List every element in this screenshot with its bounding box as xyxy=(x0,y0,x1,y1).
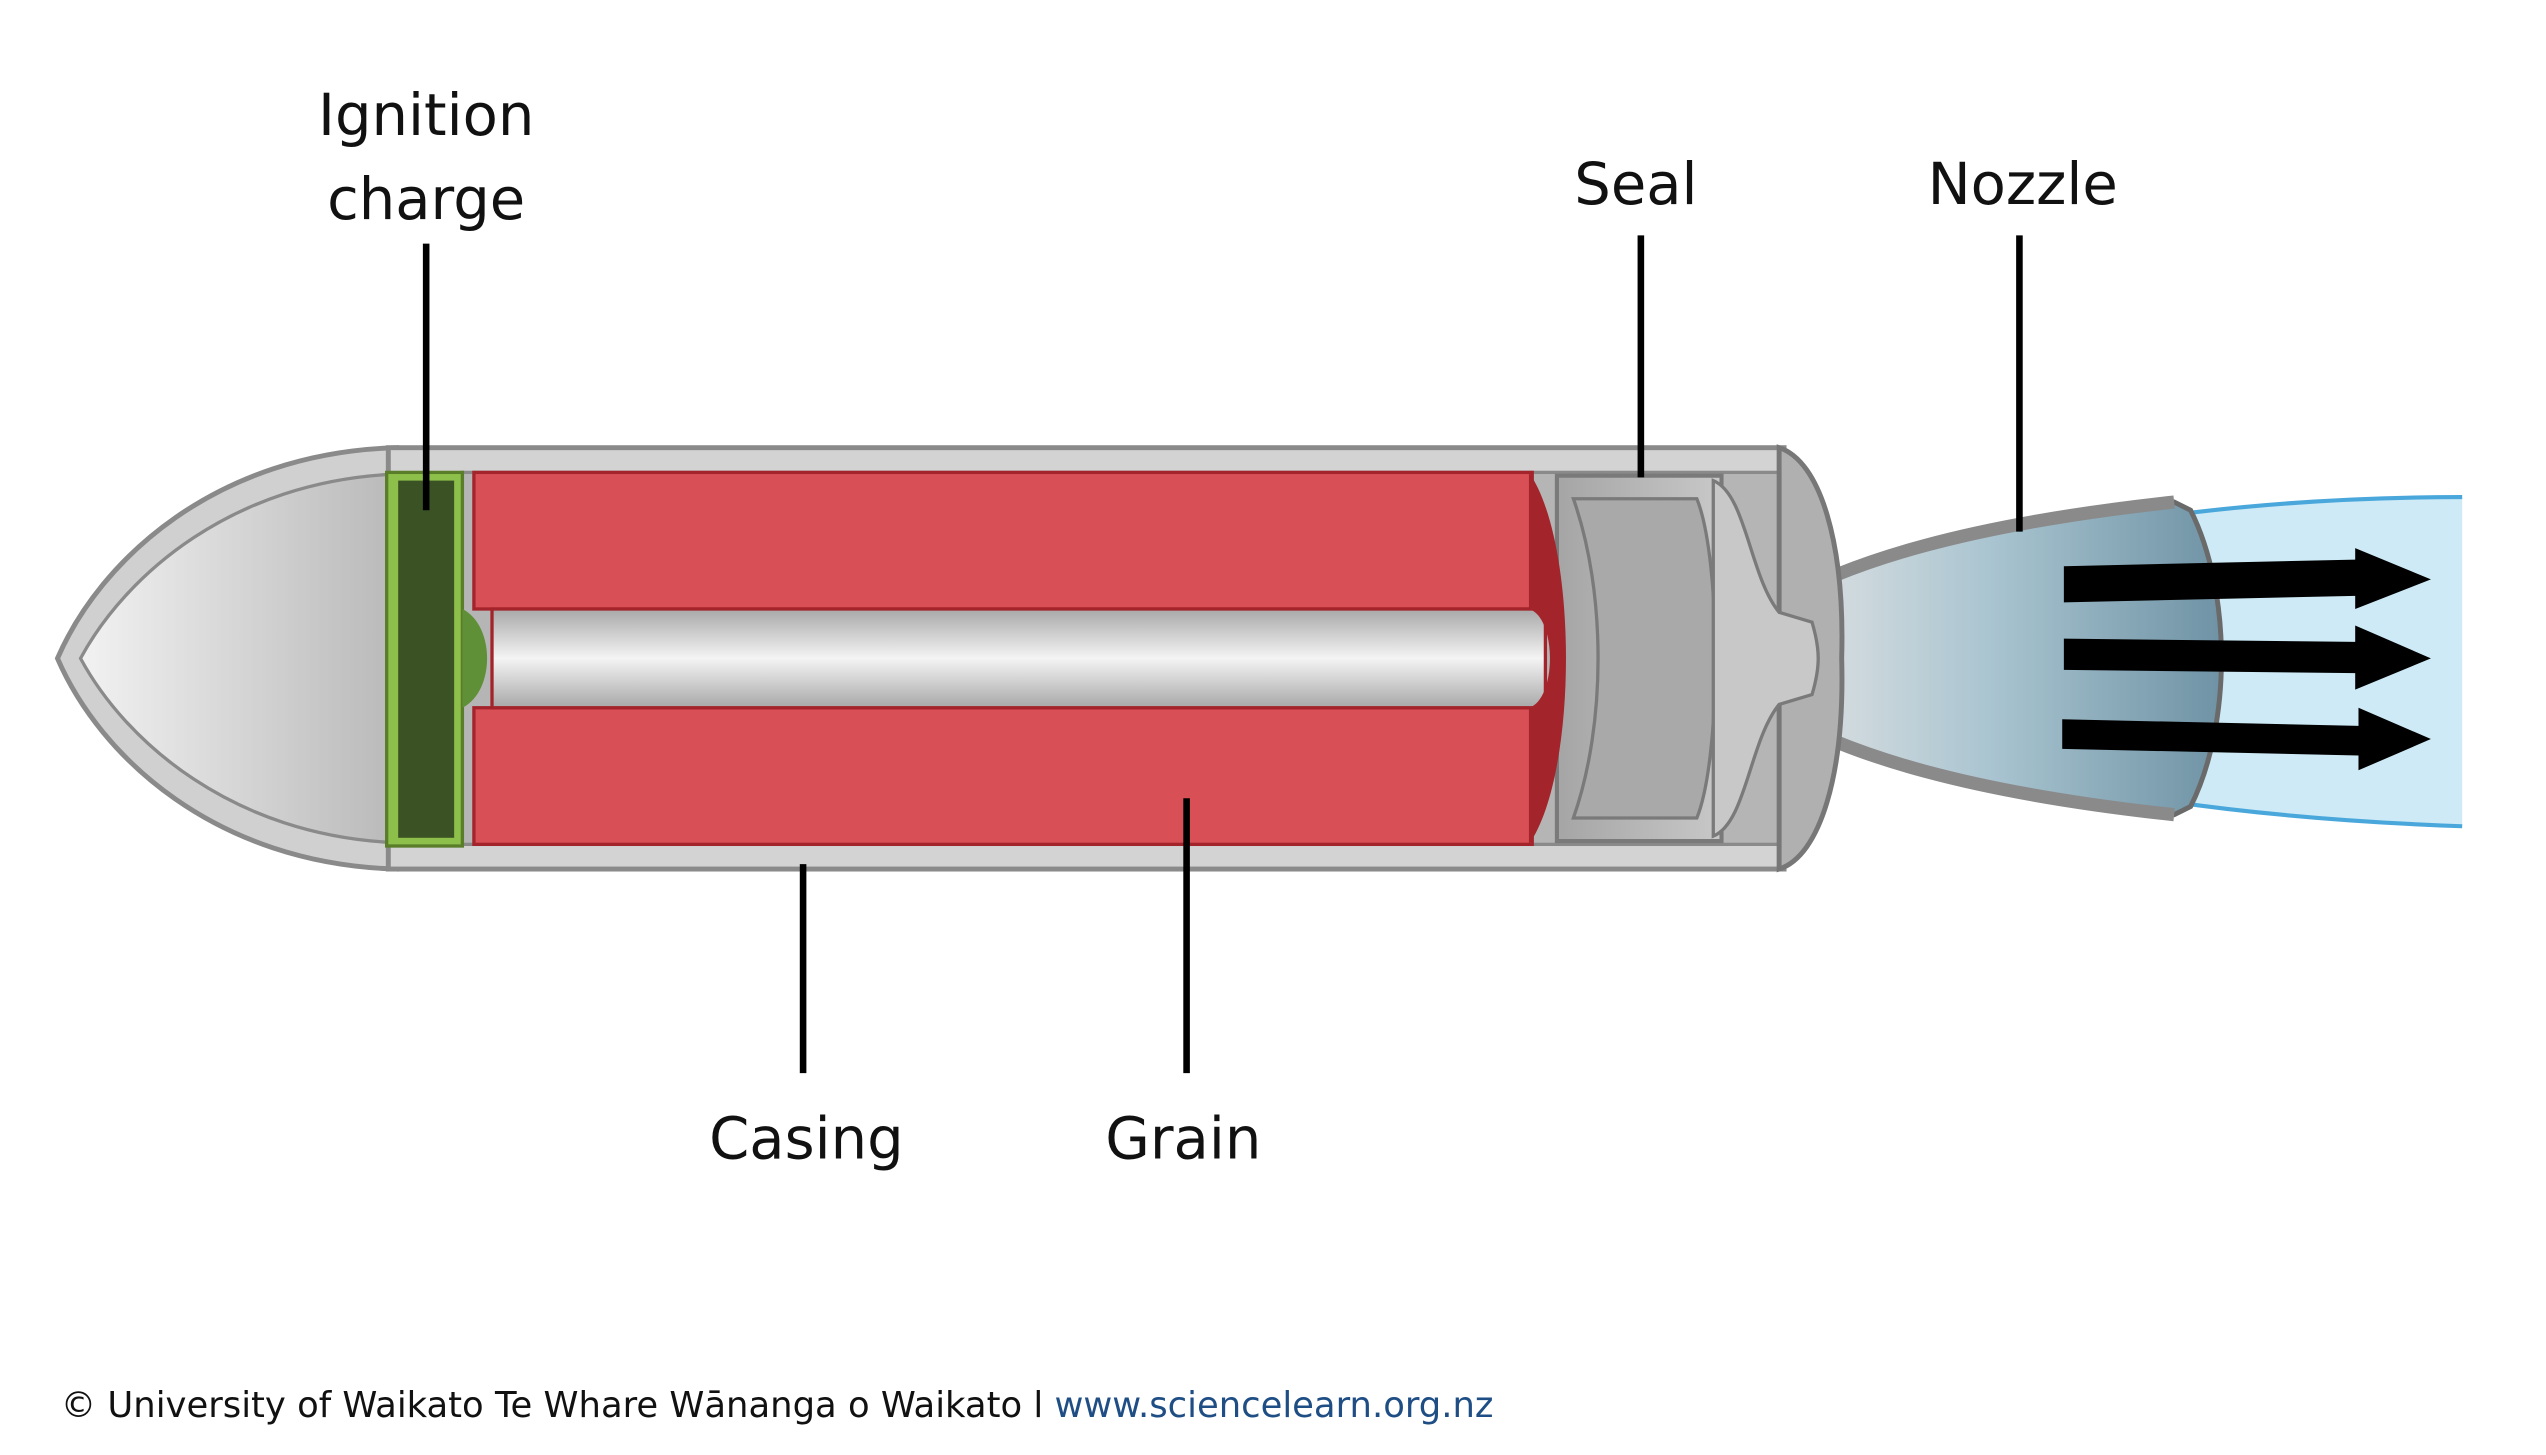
label-seal: Seal xyxy=(1574,151,1697,218)
arrow-icon xyxy=(2062,707,2431,771)
grain-bottom xyxy=(472,706,1534,847)
thrust-arrows xyxy=(2062,548,2431,771)
arrow-icon xyxy=(2063,625,2431,690)
footer-credit: © University of Waikato Te Whare Wānanga… xyxy=(61,1385,1494,1426)
copyright-text: © University of Waikato Te Whare Wānanga… xyxy=(61,1385,1055,1426)
grain-core xyxy=(490,607,1548,710)
label-ignition-line2: charge xyxy=(327,166,525,233)
exhaust-edge-bottom xyxy=(2170,799,2463,829)
ignition-charge-core xyxy=(398,480,455,838)
combustion-chamber xyxy=(1711,478,1820,839)
arrow-icon xyxy=(2063,548,2431,609)
label-nozzle: Nozzle xyxy=(1928,151,2118,218)
label-grain: Grain xyxy=(1105,1106,1261,1173)
nose-cone-inner xyxy=(78,472,399,845)
grain-top xyxy=(472,470,1534,611)
exhaust-edge-top xyxy=(2170,495,2463,518)
grain-end xyxy=(1528,472,1566,845)
ignition-bump xyxy=(462,608,488,708)
website-link[interactable]: www.sciencelearn.org.nz xyxy=(1054,1385,1493,1426)
label-casing: Casing xyxy=(709,1106,904,1173)
label-ignition-line1: Ignition xyxy=(318,82,534,149)
